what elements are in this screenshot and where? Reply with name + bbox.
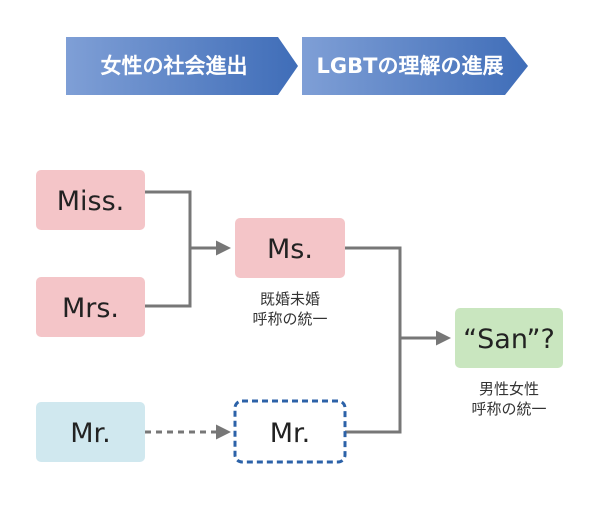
caption-san-line2: 呼称の統一: [471, 400, 546, 418]
node-miss: Miss.: [36, 170, 145, 230]
node-mr-new-label: Mr.: [270, 418, 311, 449]
caption-ms: 既婚未婚 呼称の統一: [252, 290, 327, 328]
node-miss-label: Miss.: [57, 186, 125, 217]
ms-to-san-connector: [345, 246, 451, 346]
node-mrs-label: Mrs.: [62, 293, 119, 324]
node-mr-label: Mr.: [70, 418, 111, 449]
node-san: “San”?: [455, 308, 563, 368]
connectors: [145, 190, 451, 440]
node-ms-box: [235, 218, 345, 278]
banner-step-1-arrow: [66, 37, 298, 95]
node-mrs-box: [36, 277, 145, 337]
caption-san: 男性女性 呼称の統一: [471, 380, 546, 418]
banner-step-2-label: LGBTの理解の進展: [317, 54, 504, 78]
node-miss-box: [36, 170, 145, 230]
node-mr-new-box: [233, 399, 347, 464]
node-mrs: Mrs.: [36, 277, 145, 337]
node-ms-label: Ms.: [267, 234, 313, 265]
caption-ms-line2: 呼称の統一: [252, 310, 327, 328]
caption-san-line1: 男性女性: [479, 380, 539, 398]
node-san-box: [455, 308, 563, 368]
banner-step-1-label: 女性の社会進出: [101, 54, 248, 78]
caption-ms-line1: 既婚未婚: [260, 290, 320, 308]
mr-new-to-san-connector: [345, 338, 402, 434]
node-mr-new: Mr.: [233, 399, 347, 464]
node-mr-box: [36, 402, 145, 462]
banner: 女性の社会進出 LGBTの理解の進展: [66, 37, 528, 95]
miss-to-ms-connector: [145, 190, 231, 256]
node-ms: Ms.: [235, 218, 345, 278]
node-san-label: “San”?: [463, 324, 555, 355]
node-mr: Mr.: [36, 402, 145, 462]
banner-step-2-arrow: [302, 37, 528, 95]
mrs-to-ms-connector: [145, 248, 192, 308]
